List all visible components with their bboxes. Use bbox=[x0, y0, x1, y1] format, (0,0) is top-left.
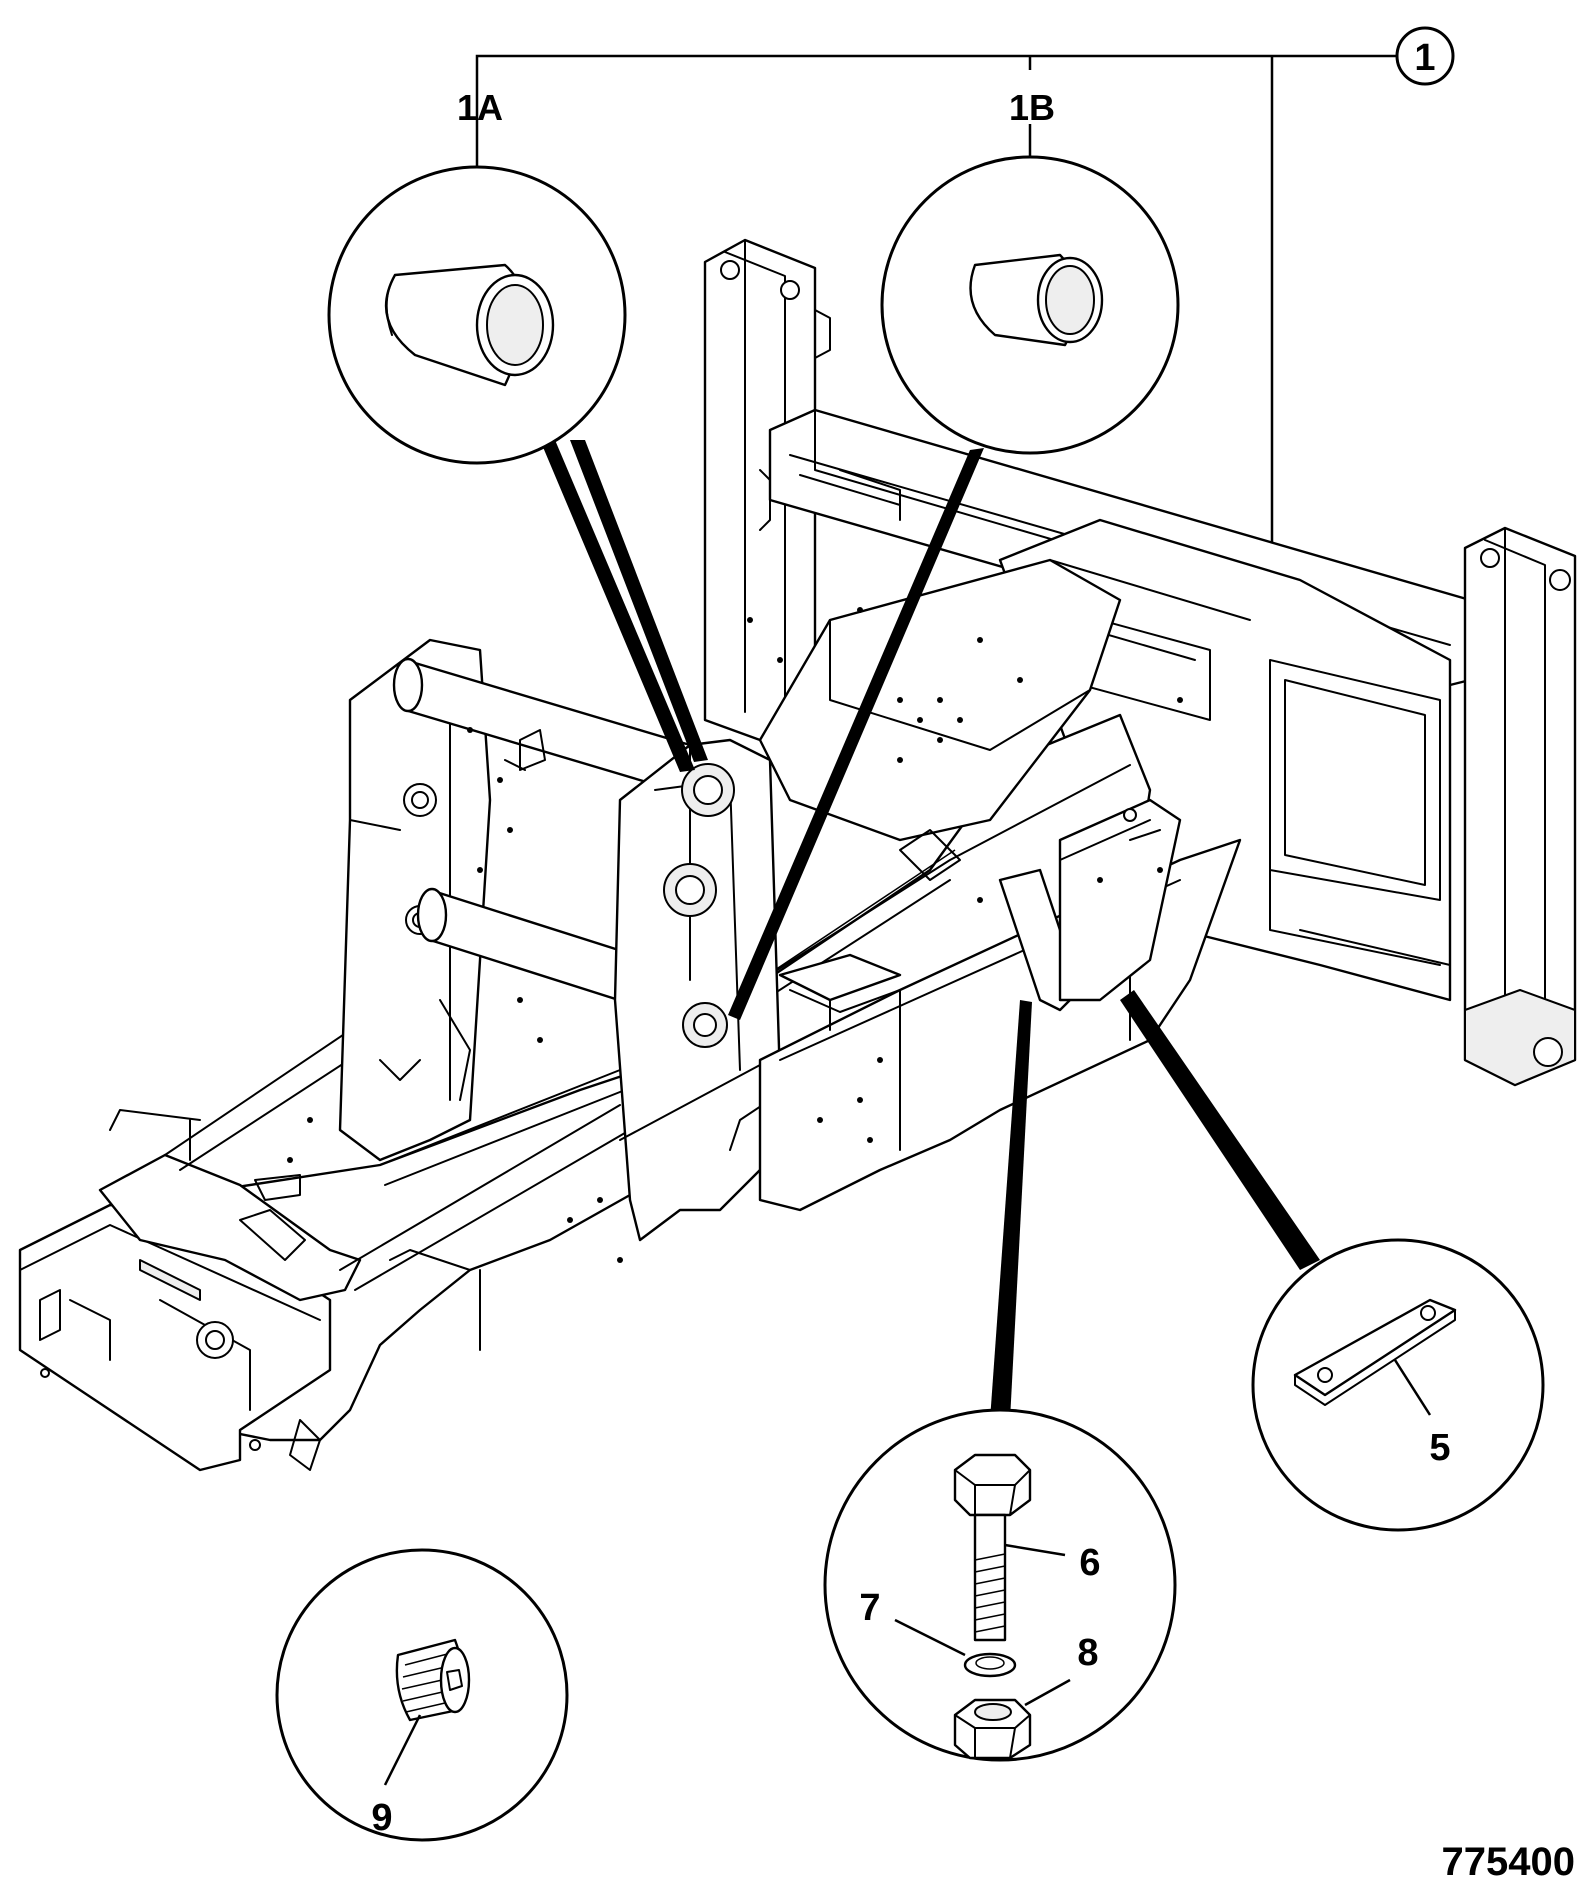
detail-bolt-assembly bbox=[823, 1408, 1177, 1762]
callout-1: 1 bbox=[1414, 37, 1435, 79]
callout-7: 7 bbox=[859, 1587, 880, 1629]
callout-1b: 1B bbox=[1009, 87, 1055, 128]
figure-number: 775400 bbox=[1442, 1840, 1575, 1884]
detail-9-plug bbox=[275, 1548, 569, 1842]
leader-stripes bbox=[540, 440, 1320, 1420]
detail-1b-bush bbox=[880, 155, 1180, 455]
callout-8: 8 bbox=[1077, 1632, 1098, 1674]
detail-1a-bush bbox=[327, 165, 627, 465]
callout-5: 5 bbox=[1429, 1427, 1450, 1469]
callout-1a: 1A bbox=[457, 87, 503, 128]
callout-6: 6 bbox=[1079, 1542, 1100, 1584]
callout-9: 9 bbox=[371, 1797, 392, 1839]
detail-5-plate bbox=[1251, 1238, 1545, 1532]
chassis-frame bbox=[18, 238, 1577, 1472]
item-1-bracket bbox=[475, 26, 1455, 600]
